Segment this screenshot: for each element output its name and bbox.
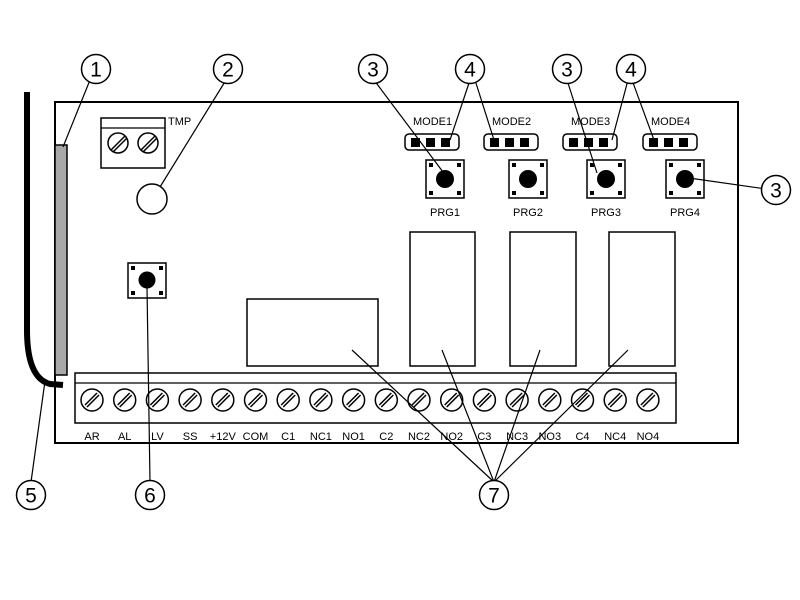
callout-number: 2: [222, 59, 234, 82]
terminal-screw-icon: [112, 388, 137, 412]
terminal-screw-icon: [243, 388, 268, 412]
mode-jumper: [642, 133, 698, 151]
terminal-screw-icon: [211, 388, 235, 412]
program-buttons: PRG1 PRG2 PRG3 PRG4: [425, 159, 705, 219]
relay-3: [509, 231, 577, 367]
callout-marker: 6: [134, 479, 166, 511]
terminal-screw-icon: [341, 388, 366, 412]
terminal-screw-icon: [636, 388, 660, 412]
terminal-labels: AR AL LV SS +12V COM C1 NC1 NO1 C2 NC2 NO2 C3 NC3 NO3 C…: [84, 431, 659, 443]
terminal-label: AL: [118, 431, 131, 443]
relay-1: [246, 298, 379, 367]
callout-markers: 1 2 3 3 3 4 4 5 6 7: [15, 53, 792, 511]
terminal-screw-icon: [603, 388, 627, 412]
tmp-label: TMP: [168, 116, 191, 128]
terminal-screw-icon: [439, 388, 464, 412]
callout-marker: 1: [80, 53, 112, 85]
mode-jumper: [483, 133, 539, 151]
prg-label: PRG2: [513, 207, 543, 219]
terminal-label: COM: [243, 431, 269, 443]
terminal-label: NC1: [310, 431, 332, 443]
terminal-label: C4: [575, 431, 589, 443]
callout-marker: 4: [615, 53, 647, 85]
mode-jumper: [562, 133, 618, 151]
prg-label: PRG1: [430, 207, 460, 219]
leader-lines: [30, 79, 767, 483]
callout-number: 3: [561, 59, 573, 82]
terminal-screw-icon: [374, 388, 399, 412]
callout-number: 1: [90, 59, 102, 82]
terminal-label: NO2: [440, 431, 463, 443]
callout-marker: 2: [212, 53, 244, 85]
callout-number: 4: [625, 59, 637, 82]
callout-marker: 3: [357, 53, 389, 85]
tamper-connector: [100, 117, 166, 169]
terminal-screw-icon: [538, 388, 562, 412]
terminal-screw-icon: [472, 388, 497, 412]
terminal-screw-icon: [309, 388, 333, 412]
callout-number: 3: [770, 180, 782, 203]
terminal-screw-icon: [276, 388, 300, 412]
terminal-label: NO1: [342, 431, 365, 443]
terminal-label: NC2: [408, 431, 430, 443]
mode-label: MODE3: [571, 116, 610, 128]
mode-jumper: [404, 133, 460, 151]
mode-label: MODE4: [651, 116, 690, 128]
program-button: [586, 159, 626, 199]
callout-number: 3: [367, 59, 379, 82]
relay-4: [608, 231, 676, 367]
terminal-label: NC4: [604, 431, 626, 443]
callout-marker: 4: [454, 53, 486, 85]
terminal-screws: [80, 388, 660, 412]
prg-label: PRG4: [670, 207, 700, 219]
program-button: [425, 159, 465, 199]
learn-button: [127, 262, 167, 299]
callout-number: 5: [25, 485, 37, 508]
antenna-wire: [24, 92, 64, 388]
terminal-screw-icon: [407, 388, 431, 412]
program-button: [508, 159, 548, 199]
callout-marker: 3: [551, 53, 583, 85]
callout-marker: 7: [478, 479, 510, 511]
callout-marker: 5: [15, 479, 47, 511]
terminal-screw-icon: [505, 388, 529, 412]
antenna-holder: [54, 144, 68, 376]
prg-label: PRG3: [591, 207, 621, 219]
led-indicator: [136, 183, 168, 215]
callout-number: 6: [144, 485, 156, 508]
terminal-label: C1: [281, 431, 295, 443]
terminal-label: NO3: [538, 431, 561, 443]
callout-number: 4: [464, 59, 476, 82]
callout-marker: 3: [760, 174, 792, 206]
relay-2: [409, 231, 476, 367]
terminal-label: NO4: [637, 431, 660, 443]
tamper-screw-icon: [137, 132, 159, 154]
terminal-screw-icon: [80, 388, 104, 412]
tamper-screw-icon: [107, 132, 129, 154]
terminal-label: LV: [151, 431, 164, 443]
mode-jumpers: MODE1 MODE2 MODE3 MODE4: [404, 116, 698, 151]
terminal-label: SS: [183, 431, 198, 443]
terminal-label: C3: [477, 431, 491, 443]
terminal-screw-icon: [178, 388, 202, 412]
terminal-label: NC3: [506, 431, 528, 443]
mode-label: MODE2: [492, 116, 531, 128]
terminal-label: C2: [379, 431, 393, 443]
mode-label: MODE1: [413, 116, 452, 128]
callout-number: 7: [488, 485, 500, 508]
terminal-screw-icon: [145, 388, 170, 412]
terminal-label: AR: [84, 431, 99, 443]
terminal-screw-icon: [570, 388, 595, 412]
terminal-label: +12V: [210, 431, 237, 443]
